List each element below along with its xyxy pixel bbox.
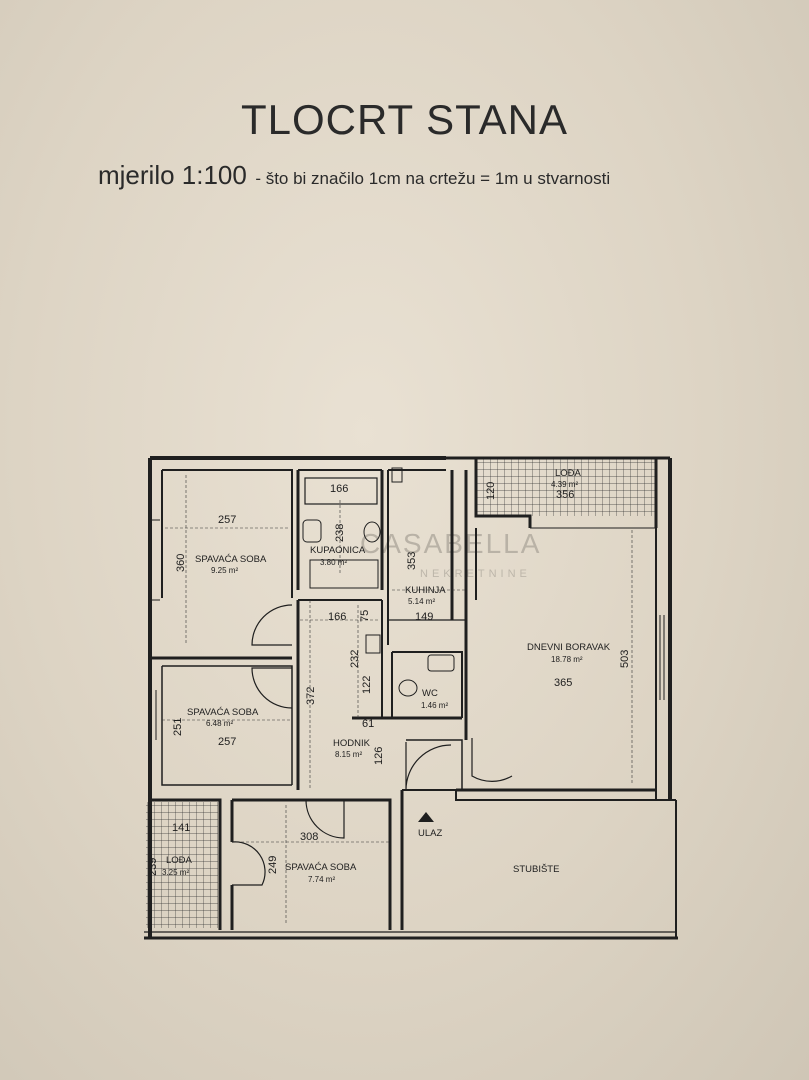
dim-hall-372: 372 bbox=[305, 687, 317, 705]
door-swings bbox=[231, 604, 513, 886]
dim-bed2-height: 251 bbox=[172, 718, 184, 736]
dim-kitchen-width: 149 bbox=[415, 611, 433, 623]
dim-loggia1-depth: 120 bbox=[485, 482, 497, 500]
dim-hall-small: 75 bbox=[359, 610, 371, 622]
dim-bed1-width: 257 bbox=[218, 514, 236, 526]
dim-bath-width: 166 bbox=[330, 483, 348, 495]
dim-bath-height: 238 bbox=[334, 524, 346, 542]
dim-loggia2-width: 141 bbox=[172, 822, 190, 834]
watermark-logo: CASABELLA bbox=[360, 528, 541, 559]
page-title: TLOCRT STANA bbox=[240, 96, 569, 143]
entrance-label: ULAZ bbox=[418, 828, 442, 839]
bedroom3-name: SPAVAĆA SOBA bbox=[285, 862, 357, 873]
scale-label: mjerilo 1:100 bbox=[98, 160, 247, 190]
hall-area: 8.15 m² bbox=[335, 750, 362, 759]
dim-hall-122: 122 bbox=[361, 676, 373, 694]
dim-kitchen-height: 353 bbox=[406, 552, 418, 570]
dim-bed2-width: 257 bbox=[218, 736, 236, 748]
bathroom-area: 3.80 m² bbox=[320, 558, 347, 567]
wc-area: 1.46 m² bbox=[421, 701, 448, 710]
dim-hall-top-width: 166 bbox=[328, 611, 346, 623]
bedroom1-name: SPAVAĆA SOBA bbox=[195, 554, 267, 565]
entrance-arrow-icon bbox=[418, 812, 434, 822]
fixtures bbox=[302, 467, 455, 697]
dim-bed3-height: 249 bbox=[267, 856, 279, 874]
bedroom2-area: 6.48 m² bbox=[206, 719, 233, 728]
loggia1-tiles bbox=[476, 458, 656, 516]
bedroom3-area: 7.74 m² bbox=[308, 875, 335, 884]
living-area: 18.78 m² bbox=[551, 655, 583, 664]
dim-hall-61: 61 bbox=[362, 718, 374, 730]
loggia2-name: LOĐA bbox=[166, 855, 193, 866]
walls bbox=[144, 456, 678, 940]
wc-name: WC bbox=[422, 688, 438, 699]
living-name: DNEVNI BORAVAK bbox=[527, 642, 611, 653]
dim-bed1-height: 360 bbox=[175, 554, 187, 572]
dim-bed3-width: 308 bbox=[300, 831, 318, 843]
loggia1-area: 4.39 m² bbox=[551, 480, 578, 489]
loggia2-tiles bbox=[146, 802, 218, 928]
dim-loggia2-depth: 239 bbox=[147, 858, 159, 876]
loggia2-area: 3.25 m² bbox=[162, 868, 189, 877]
watermark-subtitle: NEKRETNINE bbox=[420, 568, 531, 580]
kitchen-name: KUHINJA bbox=[405, 585, 446, 596]
stairs-name: STUBIŠTE bbox=[513, 864, 559, 875]
dim-living-width: 365 bbox=[554, 677, 572, 689]
dim-loggia1-width: 356 bbox=[556, 489, 574, 501]
hall-name: HODNIK bbox=[333, 738, 371, 749]
scale-note: - što bi značilo 1cm na crtežu = 1m u st… bbox=[255, 169, 611, 188]
dimension-lines bbox=[162, 475, 633, 925]
dim-hall-height: 232 bbox=[349, 650, 361, 668]
scale-line: mjerilo 1:100 - što bi značilo 1cm na cr… bbox=[98, 160, 610, 191]
kitchen-area: 5.14 m² bbox=[408, 597, 435, 606]
dim-hall-126: 126 bbox=[373, 747, 385, 765]
loggia1-name: LOĐA bbox=[555, 468, 582, 479]
dim-living-height: 503 bbox=[619, 650, 631, 668]
bedroom1-area: 9.25 m² bbox=[211, 566, 238, 575]
bathroom-name: KUPAONICA bbox=[310, 545, 366, 556]
bedroom2-name: SPAVAĆA SOBA bbox=[187, 707, 259, 718]
